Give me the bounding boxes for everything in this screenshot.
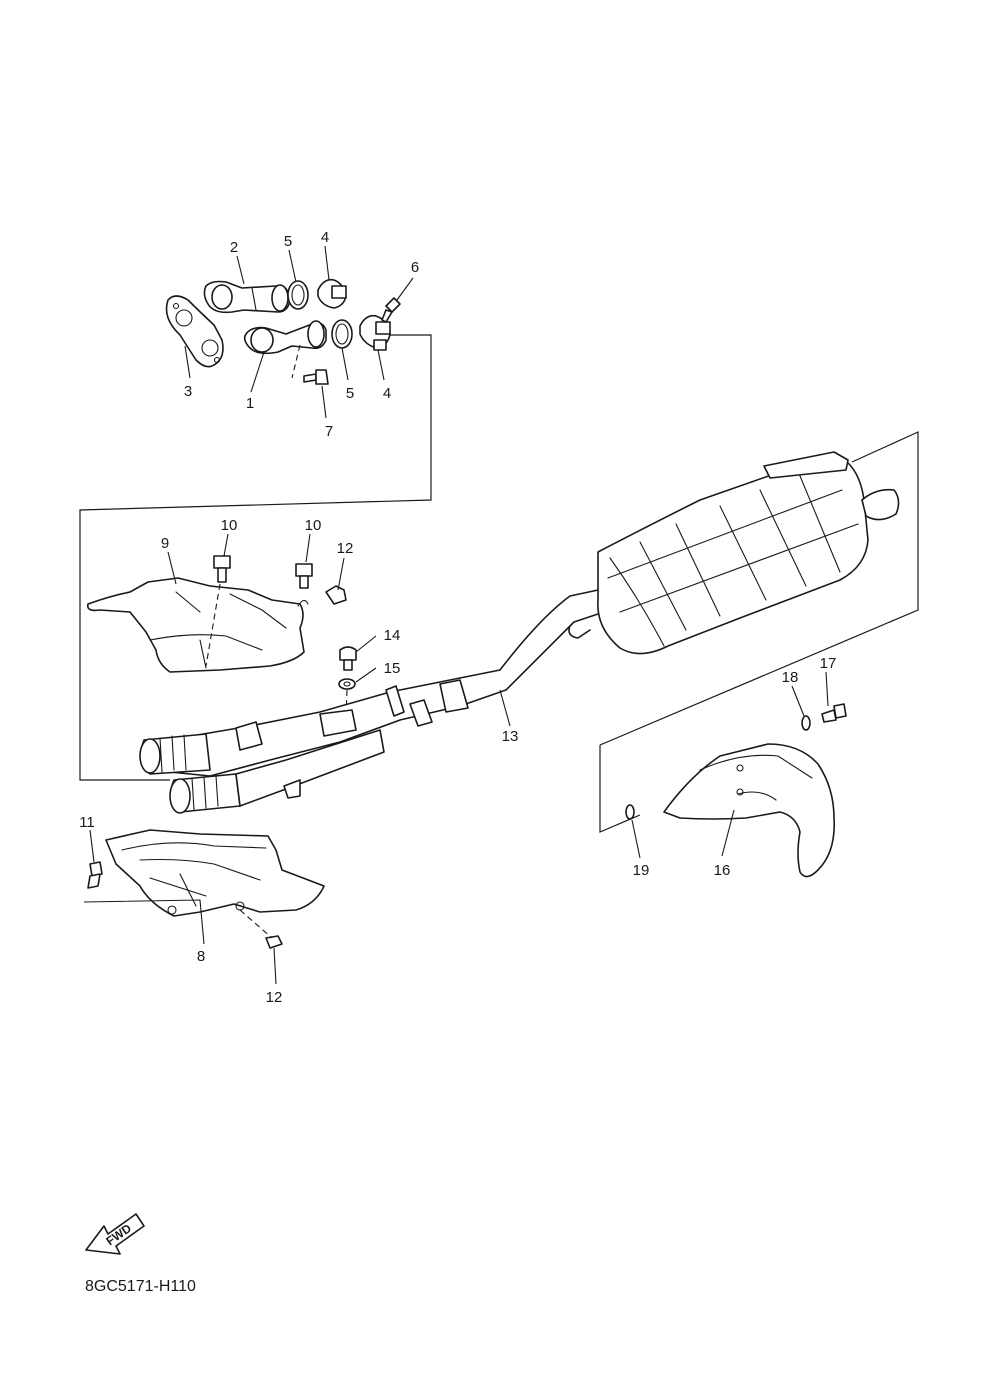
callout-6: 6 — [411, 259, 419, 276]
bolt-part-10[interactable] — [205, 555, 313, 667]
callout-14: 14 — [384, 627, 401, 644]
callout-labels: 2 5 4 6 3 1 5 4 7 9 10 10 12 14 15 13 17… — [79, 229, 836, 1006]
bolt-part-11[interactable] — [87, 861, 103, 889]
callout-5-upper: 5 — [284, 233, 292, 250]
callout-17: 17 — [820, 655, 837, 672]
muffler-assembly-part-13[interactable] — [149, 451, 900, 777]
washer-part-18[interactable] — [801, 715, 811, 731]
callout-5-lower: 5 — [346, 385, 354, 402]
callout-11: 11 — [79, 814, 95, 831]
heat-protector-part-8[interactable] — [105, 829, 325, 939]
callout-2: 2 — [230, 239, 238, 256]
washer-part-19[interactable] — [625, 804, 635, 820]
header-pipe-ends[interactable] — [139, 709, 385, 814]
bolt-part-17[interactable] — [821, 703, 847, 723]
callout-12-lower: 12 — [266, 989, 283, 1006]
heat-protector-part-9[interactable] — [86, 577, 309, 673]
callout-4-upper: 4 — [321, 229, 329, 246]
clamp-part-4[interactable] — [317, 278, 391, 351]
bolt-part-14[interactable] — [339, 646, 357, 671]
callout-18: 18 — [782, 669, 799, 686]
callout-15: 15 — [384, 660, 401, 677]
callout-3: 3 — [184, 383, 192, 400]
callout-16: 16 — [714, 862, 731, 879]
callout-4-lower: 4 — [383, 385, 391, 402]
callout-19: 19 — [633, 862, 650, 879]
diagram-code: 8GC5171-H110 — [85, 1278, 196, 1295]
callout-12-upper: 12 — [337, 540, 354, 557]
nut-clip-part-12[interactable] — [265, 585, 347, 949]
bolt-part-7[interactable] — [303, 369, 329, 385]
exhaust-pipe-part-1[interactable] — [243, 320, 327, 379]
callout-1: 1 — [246, 395, 254, 412]
callout-13: 13 — [502, 728, 519, 745]
exhaust-pipe-part-2[interactable] — [203, 280, 291, 314]
callout-7: 7 — [325, 423, 333, 440]
callout-10-left: 10 — [221, 517, 238, 534]
callout-9: 9 — [161, 535, 169, 552]
leader-lines — [83, 245, 829, 985]
group-frames — [79, 334, 919, 833]
callout-10-right: 10 — [305, 517, 322, 534]
muffler-protector-part-16[interactable] — [663, 743, 835, 878]
gasket-part-3[interactable] — [165, 295, 224, 368]
fwd-arrow-icon: FWD — [85, 1213, 145, 1255]
callout-8: 8 — [197, 948, 205, 965]
bolt-part-6[interactable] — [381, 297, 401, 323]
